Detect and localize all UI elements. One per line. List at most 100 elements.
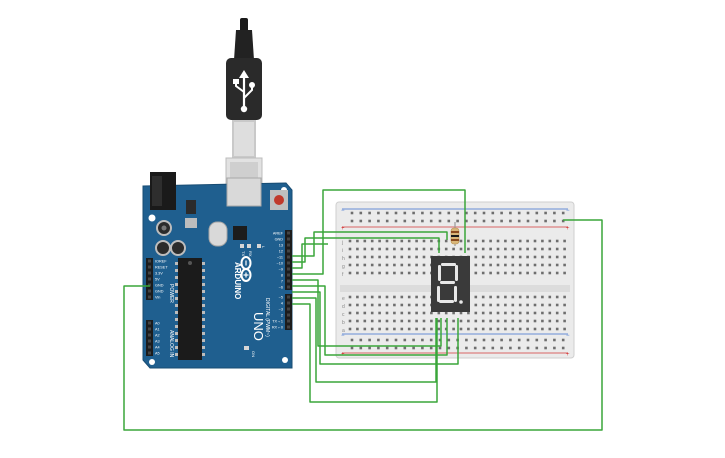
breadboard-hole[interactable] [474,295,478,299]
rail-hole[interactable] [412,219,415,223]
rail-hole[interactable] [403,346,407,350]
breadboard-hole[interactable] [541,255,544,259]
rail-hole[interactable] [429,211,433,215]
breadboard-hole[interactable] [526,239,529,243]
breadboard-hole[interactable] [555,303,559,307]
rail-hole[interactable] [438,211,442,215]
breadboard-hole[interactable] [467,319,470,323]
rail-hole[interactable] [482,338,486,342]
breadboard-hole[interactable] [511,295,515,299]
breadboard-hole[interactable] [393,295,396,299]
breadboard-hole[interactable] [407,255,411,259]
breadboard-hole[interactable] [489,263,492,267]
breadboard-hole[interactable] [518,303,522,307]
breadboard-hole[interactable] [518,271,522,275]
breadboard-hole[interactable] [356,271,359,275]
breadboard-hole[interactable] [356,239,359,243]
breadboard-hole[interactable] [467,239,470,243]
breadboard-hole[interactable] [415,239,418,243]
breadboard-hole[interactable] [430,327,433,331]
breadboard-hole[interactable] [548,255,552,259]
breadboard-hole[interactable] [400,239,404,243]
breadboard-hole[interactable] [444,311,448,315]
rail-hole[interactable] [517,219,521,223]
rail-hole[interactable] [350,346,354,350]
breadboard-hole[interactable] [563,311,566,315]
rail-hole[interactable] [535,338,539,342]
breadboard-hole[interactable] [496,311,500,315]
breadboard-hole[interactable] [348,255,352,259]
breadboard-hole[interactable] [548,247,552,251]
rail-hole[interactable] [421,346,424,350]
breadboard-hole[interactable] [504,303,507,307]
breadboard-hole[interactable] [393,239,396,243]
breadboard-hole[interactable] [393,327,396,331]
wire[interactable] [292,231,448,257]
rail-hole[interactable] [377,338,380,342]
breadboard-hole[interactable] [563,271,566,275]
breadboard-hole[interactable] [400,311,404,315]
rail-hole[interactable] [465,346,468,350]
breadboard-hole[interactable] [548,327,552,331]
breadboard-hole[interactable] [518,327,522,331]
rail-hole[interactable] [385,338,389,342]
rail-hole[interactable] [473,338,477,342]
breadboard-hole[interactable] [518,311,522,315]
breadboard-hole[interactable] [370,311,374,315]
breadboard-hole[interactable] [533,319,537,323]
rail-hole[interactable] [500,211,503,215]
breadboard-hole[interactable] [533,303,537,307]
breadboard-hole[interactable] [496,239,500,243]
breadboard-hole[interactable] [378,255,381,259]
rail-hole[interactable] [421,211,424,215]
breadboard-hole[interactable] [548,295,552,299]
breadboard-hole[interactable] [422,327,426,331]
breadboard-hole[interactable] [563,263,566,267]
breadboard-hole[interactable] [363,263,367,267]
breadboard-hole[interactable] [370,319,374,323]
wire[interactable] [292,285,448,356]
breadboard-hole[interactable] [548,311,552,315]
rail-hole[interactable] [561,219,565,223]
rail-hole[interactable] [553,219,556,223]
rail-hole[interactable] [350,338,354,342]
breadboard-hole[interactable] [370,263,374,267]
breadboard-hole[interactable] [415,311,418,315]
rail-hole[interactable] [553,346,556,350]
breadboard-hole[interactable] [459,239,463,243]
rail-hole[interactable] [429,346,433,350]
breadboard-hole[interactable] [348,271,352,275]
breadboard-hole[interactable] [363,303,367,307]
breadboard-hole[interactable] [496,271,500,275]
breadboard-hole[interactable] [511,239,515,243]
breadboard-hole[interactable] [400,263,404,267]
breadboard-hole[interactable] [422,239,426,243]
breadboard-hole[interactable] [356,295,359,299]
breadboard-hole[interactable] [370,255,374,259]
breadboard-hole[interactable] [526,303,529,307]
rail-hole[interactable] [456,219,459,223]
rail-hole[interactable] [517,338,521,342]
breadboard-hole[interactable] [563,327,566,331]
rail-hole[interactable] [377,219,380,223]
breadboard-hole[interactable] [541,239,544,243]
rail-hole[interactable] [385,219,389,223]
breadboard-hole[interactable] [467,311,470,315]
breadboard-hole[interactable] [378,311,381,315]
wire[interactable] [292,237,440,263]
breadboard-hole[interactable] [370,239,374,243]
rail-hole[interactable] [350,211,354,215]
breadboard-hole[interactable] [518,263,522,267]
rail-hole[interactable] [526,211,530,215]
breadboard-hole[interactable] [356,327,359,331]
breadboard-hole[interactable] [363,247,367,251]
rail-hole[interactable] [473,219,477,223]
breadboard-hole[interactable] [555,319,559,323]
breadboard-hole[interactable] [548,303,552,307]
rail-hole[interactable] [544,219,547,223]
breadboard-hole[interactable] [474,255,478,259]
breadboard-hole[interactable] [563,247,566,251]
breadboard-hole[interactable] [526,271,529,275]
breadboard-hole[interactable] [511,247,515,251]
rail-hole[interactable] [368,211,371,215]
